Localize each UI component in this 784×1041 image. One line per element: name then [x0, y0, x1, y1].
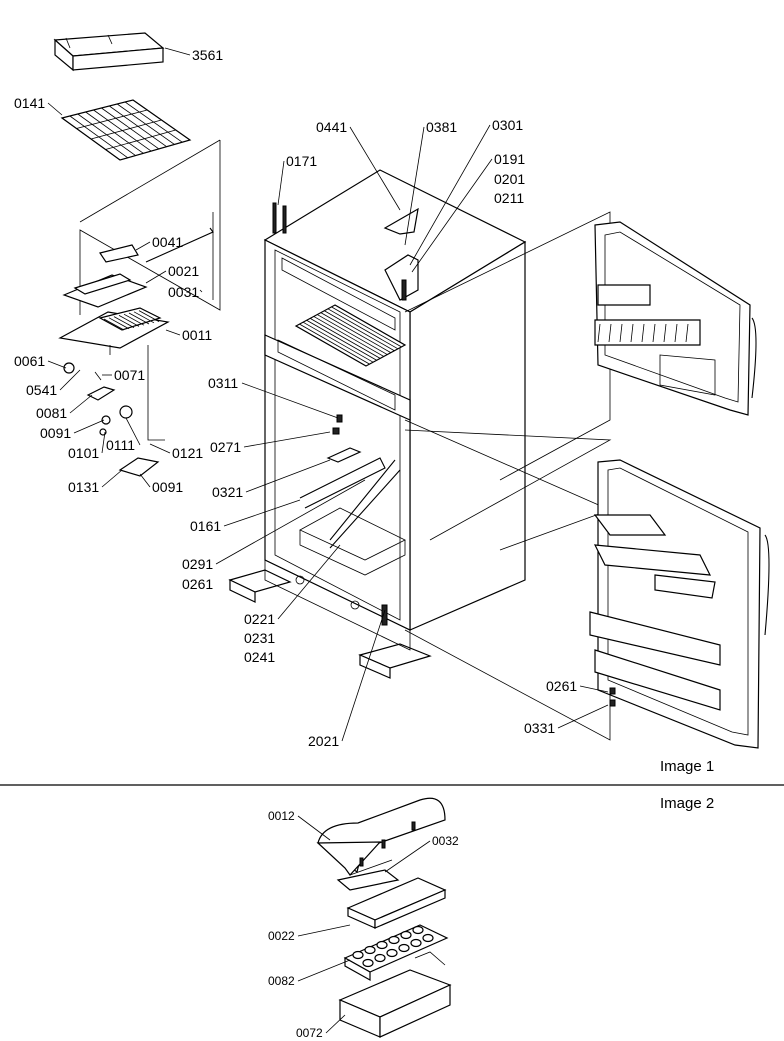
image1-labels: 3561 0141 0441 0381 0301 0171 0191 0201 0211 0041…: [14, 47, 577, 749]
callout-label: 0141: [14, 95, 45, 111]
callout-label: 3561: [192, 47, 223, 63]
callout-label: 0091: [152, 479, 183, 495]
leader-line: [139, 473, 151, 488]
fresh-food-door: [589, 459, 770, 749]
leader-line: [69, 394, 93, 414]
callout-label: 0191: [494, 151, 525, 167]
leader-line: [245, 459, 331, 493]
leader-line: [135, 241, 151, 251]
leader-line: [149, 443, 171, 454]
leader-line: [243, 431, 331, 448]
leader-line: [557, 704, 609, 729]
leader-line: [215, 479, 366, 565]
callout-label: 0301: [492, 117, 523, 133]
callout-label: 0321: [212, 484, 243, 500]
callout-label: 0041: [152, 234, 183, 250]
callout-label: 0241: [244, 649, 275, 665]
refrigerator-cabinet: [228, 169, 527, 679]
callout-label: 0161: [190, 518, 221, 534]
leader-line: [297, 959, 351, 982]
image2-drawing: [316, 797, 452, 1038]
leader-line: [349, 126, 401, 211]
image2-caption: Image 2: [660, 795, 714, 812]
control-parts: [58, 227, 214, 477]
image1-drawing: [47, 32, 770, 749]
callout-label: 0311: [208, 375, 238, 391]
callout-label: 0261: [182, 576, 213, 592]
callout-label: 2021: [308, 733, 339, 749]
callout-label: 0211: [494, 190, 524, 206]
callout-label: 0091: [40, 425, 71, 441]
callout-label: 0011: [182, 327, 212, 343]
callout-label: 0071: [114, 367, 145, 383]
leader-line: [277, 160, 285, 206]
leader-line: [277, 544, 341, 620]
leader-line: [165, 329, 181, 336]
callout-label: 0131: [68, 479, 99, 495]
leader-line: [73, 419, 105, 434]
image2-leader-lines: [297, 815, 431, 1034]
leader-line: [579, 685, 609, 693]
callout-label: 0021: [168, 263, 199, 279]
crisper-drawer: [53, 32, 165, 72]
leader-line: [101, 469, 123, 488]
image2-labels: 0012 0032 0022 0082 0072: [268, 809, 459, 1040]
callout-label: 0032: [432, 834, 459, 848]
callout-label: 0381: [426, 119, 457, 135]
callout-label: 0201: [494, 171, 525, 187]
leader-line: [47, 360, 67, 369]
callout-label: 0101: [68, 445, 99, 461]
leader-line: [199, 289, 203, 293]
leader-line: [325, 1014, 346, 1034]
leader-line: [59, 369, 81, 391]
callout-label: 0031: [168, 284, 199, 300]
leader-line: [384, 840, 431, 873]
callout-label: 0111: [106, 437, 135, 453]
leader-line: [164, 47, 191, 56]
callout-label: 0072: [296, 1026, 323, 1040]
leader-line: [241, 382, 339, 419]
callout-label: 0221: [244, 611, 275, 627]
leader-line: [223, 499, 301, 527]
leader-line: [145, 270, 167, 284]
leader-line: [297, 924, 351, 937]
callout-label: 0082: [268, 974, 295, 988]
image1-caption: Image 1: [660, 758, 714, 775]
callout-label: 0331: [524, 720, 555, 736]
leader-lines: [47, 47, 609, 742]
callout-label: 0231: [244, 630, 275, 646]
callout-label: 0121: [172, 445, 203, 461]
callout-label: 0171: [286, 153, 317, 169]
freezer-door: [594, 221, 757, 416]
leader-line: [101, 431, 106, 454]
callout-label: 0061: [14, 353, 45, 369]
leader-line: [47, 102, 63, 116]
callout-label: 0081: [36, 405, 67, 421]
callout-label: 0261: [546, 678, 577, 694]
egg-tray: [343, 924, 449, 973]
wire-shelf: [60, 99, 192, 161]
leader-line: [411, 158, 493, 273]
callout-label: 0441: [316, 119, 347, 135]
callout-label: 0271: [210, 439, 241, 455]
leader-line: [404, 126, 425, 246]
callout-label: 0022: [268, 929, 295, 943]
callout-label: 0541: [26, 382, 57, 398]
leader-line: [297, 815, 331, 841]
butter-hinge: [336, 869, 400, 891]
butter-door: [316, 797, 446, 876]
leader-line: [409, 124, 491, 266]
callout-label: 0291: [182, 556, 213, 572]
callout-label: 0012: [268, 809, 295, 823]
leader-line: [341, 609, 386, 742]
leader-line: [125, 417, 141, 446]
